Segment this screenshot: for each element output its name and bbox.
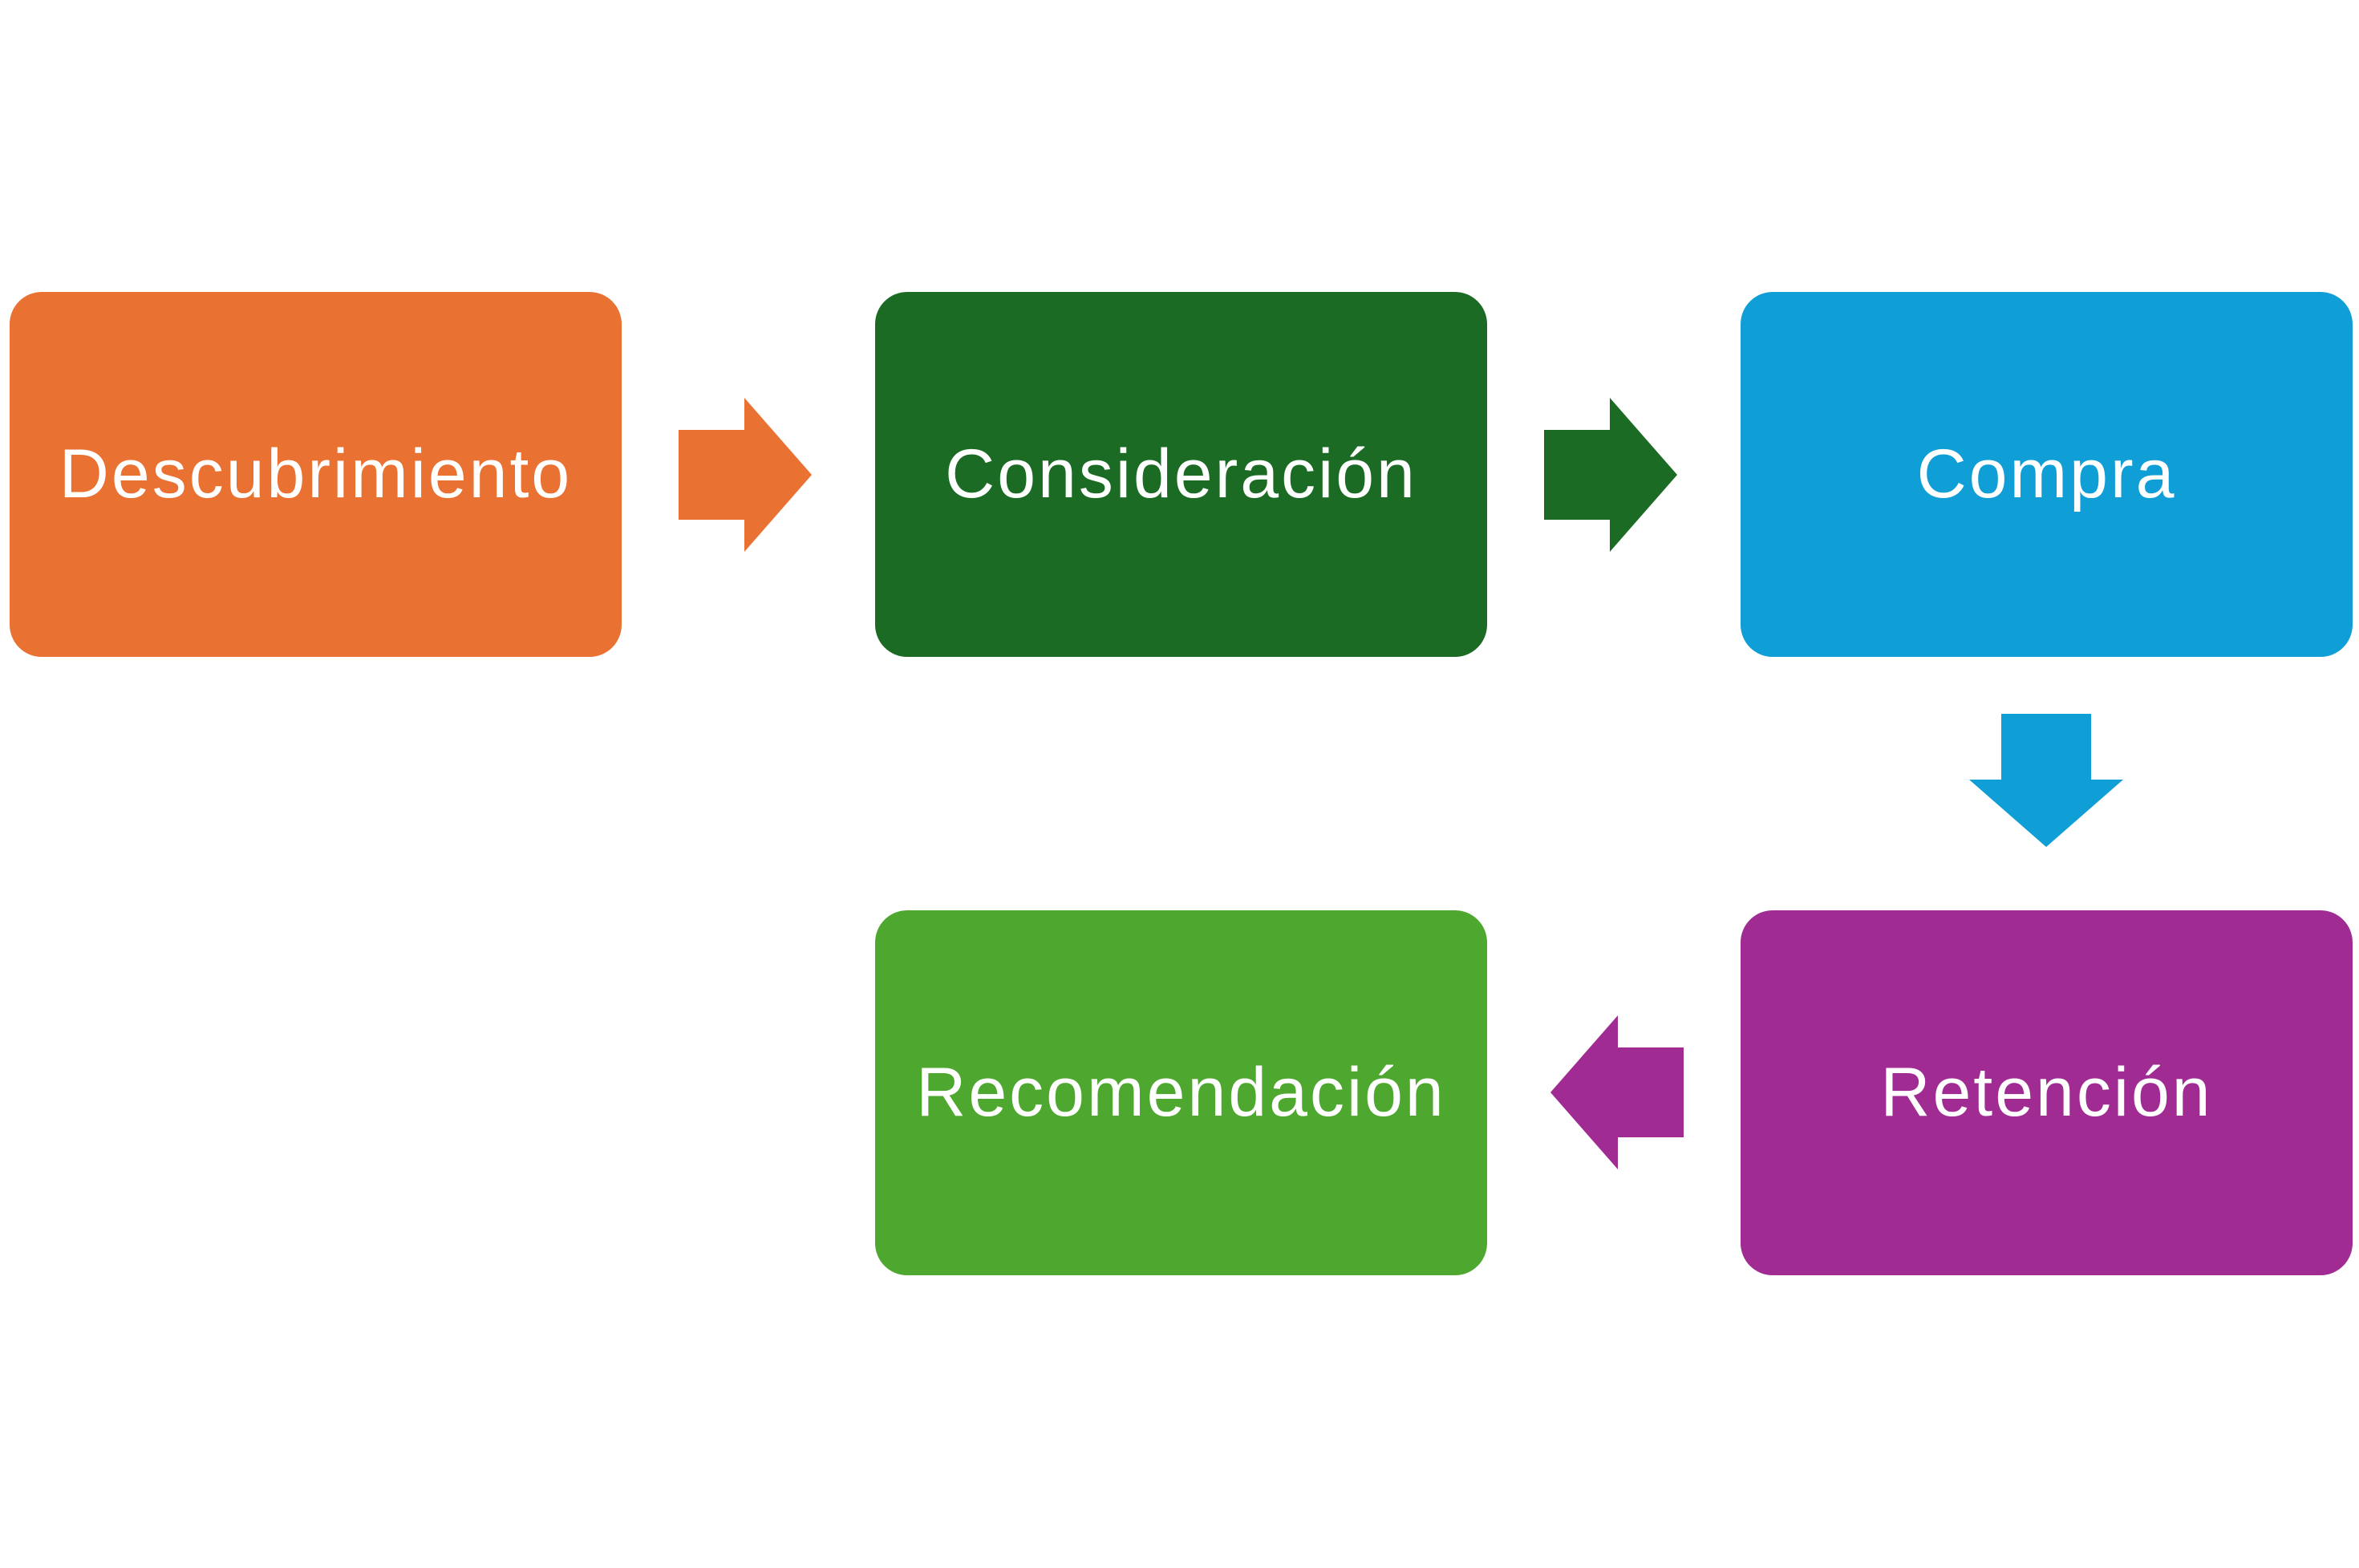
step-box-descubrimiento: Descubrimiento bbox=[10, 292, 622, 657]
step-label-descubrimiento: Descubrimiento bbox=[59, 436, 573, 513]
step-box-consideracion: Consideración bbox=[875, 292, 1487, 657]
arrow-down-icon bbox=[1969, 714, 2123, 847]
arrow-left-icon bbox=[1550, 1015, 1684, 1169]
arrow-right-icon bbox=[1544, 398, 1677, 552]
step-label-recomendacion: Recomendación bbox=[916, 1054, 1446, 1131]
step-label-retencion: Retención bbox=[1880, 1054, 2213, 1131]
step-box-retencion: Retención bbox=[1741, 910, 2353, 1275]
step-label-compra: Compra bbox=[1916, 436, 2177, 513]
step-box-compra: Compra bbox=[1741, 292, 2353, 657]
arrow-right-icon bbox=[679, 398, 812, 552]
step-label-consideracion: Consideración bbox=[945, 436, 1417, 513]
step-box-recomendacion: Recomendación bbox=[875, 910, 1487, 1275]
